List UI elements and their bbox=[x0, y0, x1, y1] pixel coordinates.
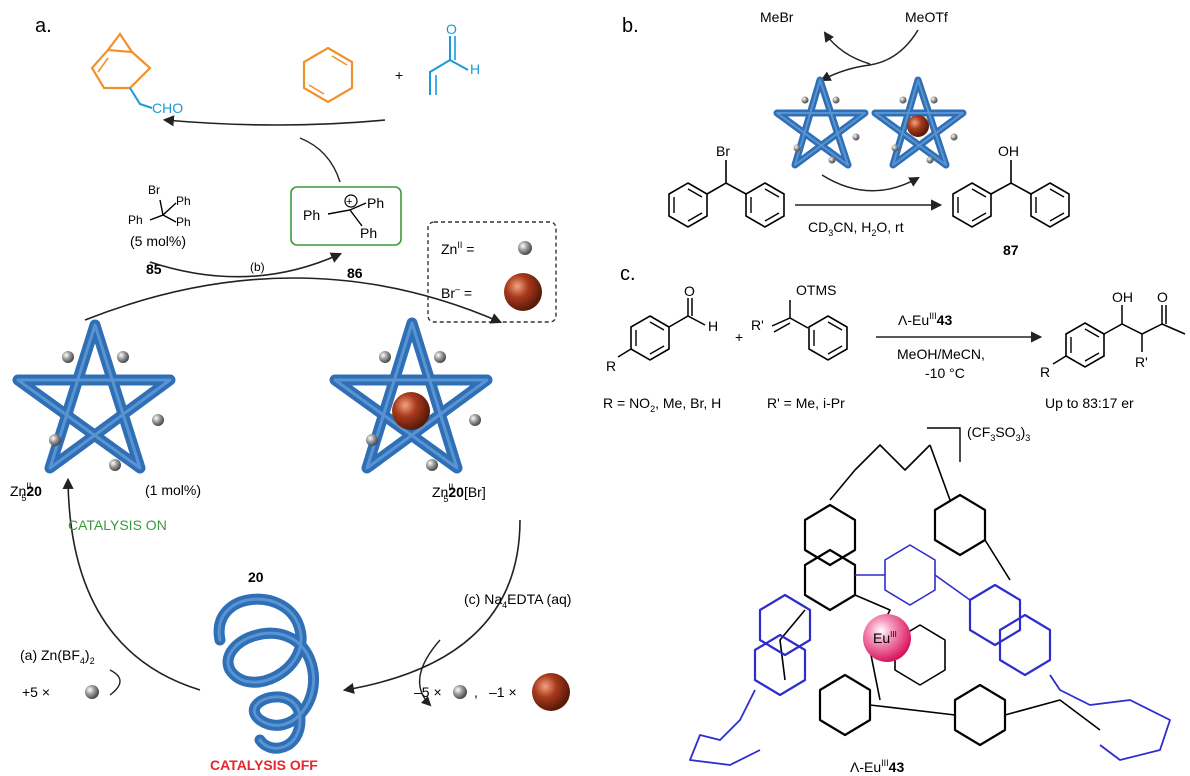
svg-text:(5 mol%): (5 mol%) bbox=[130, 233, 186, 249]
svg-text:Br– =: Br– = bbox=[441, 284, 472, 301]
triflate-counterions: (CF3SO3)3 bbox=[967, 424, 1030, 443]
knot-zn5-20-br bbox=[329, 317, 493, 474]
aldol-temperature: -10 °C bbox=[925, 365, 965, 381]
bound-bromide bbox=[392, 392, 430, 430]
plus-sign-c: + bbox=[735, 329, 743, 345]
step-a-label: (a) Zn(BF4)2 bbox=[20, 647, 95, 666]
svg-text:H: H bbox=[470, 61, 480, 77]
cycle-arrow-left bbox=[62, 477, 201, 691]
svg-text:OH: OH bbox=[998, 143, 1019, 159]
svg-text:OTMS: OTMS bbox=[796, 282, 836, 298]
panel-b-label: b. bbox=[622, 15, 639, 37]
panel-a-label: a. bbox=[35, 15, 52, 37]
svg-text:O: O bbox=[446, 21, 457, 37]
eu-ion bbox=[863, 614, 911, 662]
eu-center-label: EuIII bbox=[873, 630, 897, 646]
bromide-ion-icon bbox=[504, 273, 542, 311]
catalysis-on-label: CATALYSIS ON bbox=[68, 517, 167, 533]
zn-ion-icon bbox=[518, 241, 532, 255]
add-zn-label: +5 × bbox=[22, 684, 50, 700]
svg-text:,: , bbox=[474, 684, 478, 700]
benzhydrol-87: OH 87 bbox=[952, 143, 1070, 258]
plus-sign-a: + bbox=[395, 67, 403, 83]
aldol-catalyst: Λ-EuIII43 bbox=[898, 311, 952, 328]
panel-c-label: c. bbox=[620, 263, 636, 285]
cycle-arrow-top bbox=[84, 277, 503, 324]
meotf-label: MeOTf bbox=[905, 9, 948, 25]
svg-text:+: + bbox=[346, 196, 352, 208]
remove-zn-label: –5 × bbox=[414, 684, 442, 700]
benzhydryl-bromide: Br bbox=[668, 143, 785, 228]
free-knot-20 bbox=[213, 593, 320, 754]
hydrolysis-conditions: CD3CN, H2O, rt bbox=[808, 219, 904, 238]
step-b-arrow bbox=[149, 252, 343, 278]
methylation-arrow bbox=[820, 29, 919, 81]
aldol-product: R OH O R' bbox=[1040, 289, 1186, 380]
catalyst-loading: (1 mol%) bbox=[145, 482, 201, 498]
svg-text:Br: Br bbox=[148, 183, 160, 197]
legend-br: Br– = bbox=[441, 273, 542, 311]
svg-text:ZnII =: ZnII = bbox=[441, 240, 474, 257]
benzaldehyde: O H R bbox=[606, 283, 718, 374]
svg-text:R': R' bbox=[751, 317, 764, 333]
svg-text:Ph: Ph bbox=[303, 207, 320, 223]
remove-br-label: –1 × bbox=[489, 684, 517, 700]
knot-zn5-20 bbox=[12, 319, 176, 474]
svg-text:86: 86 bbox=[347, 265, 363, 281]
silyl-enol-ether: R' OTMS bbox=[751, 282, 848, 361]
trityl-bromide-85: Br Ph Ph Ph (5 mol%) 85 bbox=[128, 183, 191, 277]
legend-box bbox=[427, 221, 557, 323]
svg-text:OH: OH bbox=[1112, 289, 1133, 305]
cycle-arrow-right bbox=[342, 519, 521, 695]
knot-empty-small bbox=[773, 76, 869, 169]
svg-text:Br: Br bbox=[716, 143, 730, 159]
diels-alder-arrow bbox=[162, 115, 386, 127]
zn-in-arc bbox=[109, 669, 121, 696]
free-knot-id: 20 bbox=[248, 569, 264, 585]
acrolein bbox=[429, 36, 469, 95]
svg-text:87: 87 bbox=[1003, 242, 1019, 258]
svg-text:Ph: Ph bbox=[176, 194, 191, 208]
knot-bromide-small bbox=[871, 76, 967, 169]
trityl-cation-86: Ph Ph Ph + 86 bbox=[303, 194, 384, 281]
zn-ion-icon bbox=[85, 685, 99, 699]
svg-text:H: H bbox=[708, 318, 718, 334]
bromide-capture-arrow bbox=[821, 174, 920, 192]
svg-text:Ph: Ph bbox=[367, 195, 384, 211]
svg-text:Ph: Ph bbox=[128, 213, 143, 227]
bromide-ion-icon bbox=[532, 673, 570, 711]
step-b-label: (b) bbox=[250, 260, 265, 274]
mebr-release-arrow bbox=[823, 31, 871, 65]
svg-text:O: O bbox=[1157, 289, 1168, 305]
svg-text:R: R bbox=[1040, 364, 1050, 380]
trityl-cation-box bbox=[290, 186, 402, 246]
zn-ion-icon bbox=[453, 685, 467, 699]
rprime-substituents: R' = Me, i-Pr bbox=[767, 395, 845, 411]
svg-text:R: R bbox=[606, 358, 616, 374]
cyclohexadiene bbox=[302, 46, 354, 104]
legend-zn: ZnII = bbox=[441, 240, 532, 257]
edta-out-arc bbox=[418, 639, 441, 707]
aldehyde-bond bbox=[129, 87, 153, 109]
r-substituents: R = NO2, Me, Br, H bbox=[603, 395, 721, 414]
svg-text:O: O bbox=[684, 283, 695, 299]
eu-macrocycle-43 bbox=[689, 444, 1171, 766]
step-c-label: (c) Na4EDTA (aq) bbox=[464, 591, 571, 610]
aldol-solvent: MeOH/MeCN, bbox=[897, 346, 985, 362]
complex-43-label: Λ-EuIII43 bbox=[850, 758, 904, 775]
cho-label: CHO bbox=[152, 100, 183, 116]
svg-text:Ph: Ph bbox=[360, 225, 377, 241]
catalysis-off-label: CATALYSIS OFF bbox=[210, 757, 318, 773]
mebr-label: MeBr bbox=[760, 9, 794, 25]
catalyst-in-arc bbox=[299, 137, 341, 183]
bicyclooctene-product bbox=[90, 32, 152, 90]
enantiomeric-ratio: Up to 83:17 er bbox=[1045, 395, 1134, 411]
svg-text:Ph: Ph bbox=[176, 215, 191, 229]
complex-bracket bbox=[927, 427, 961, 462]
svg-text:R': R' bbox=[1135, 354, 1148, 370]
